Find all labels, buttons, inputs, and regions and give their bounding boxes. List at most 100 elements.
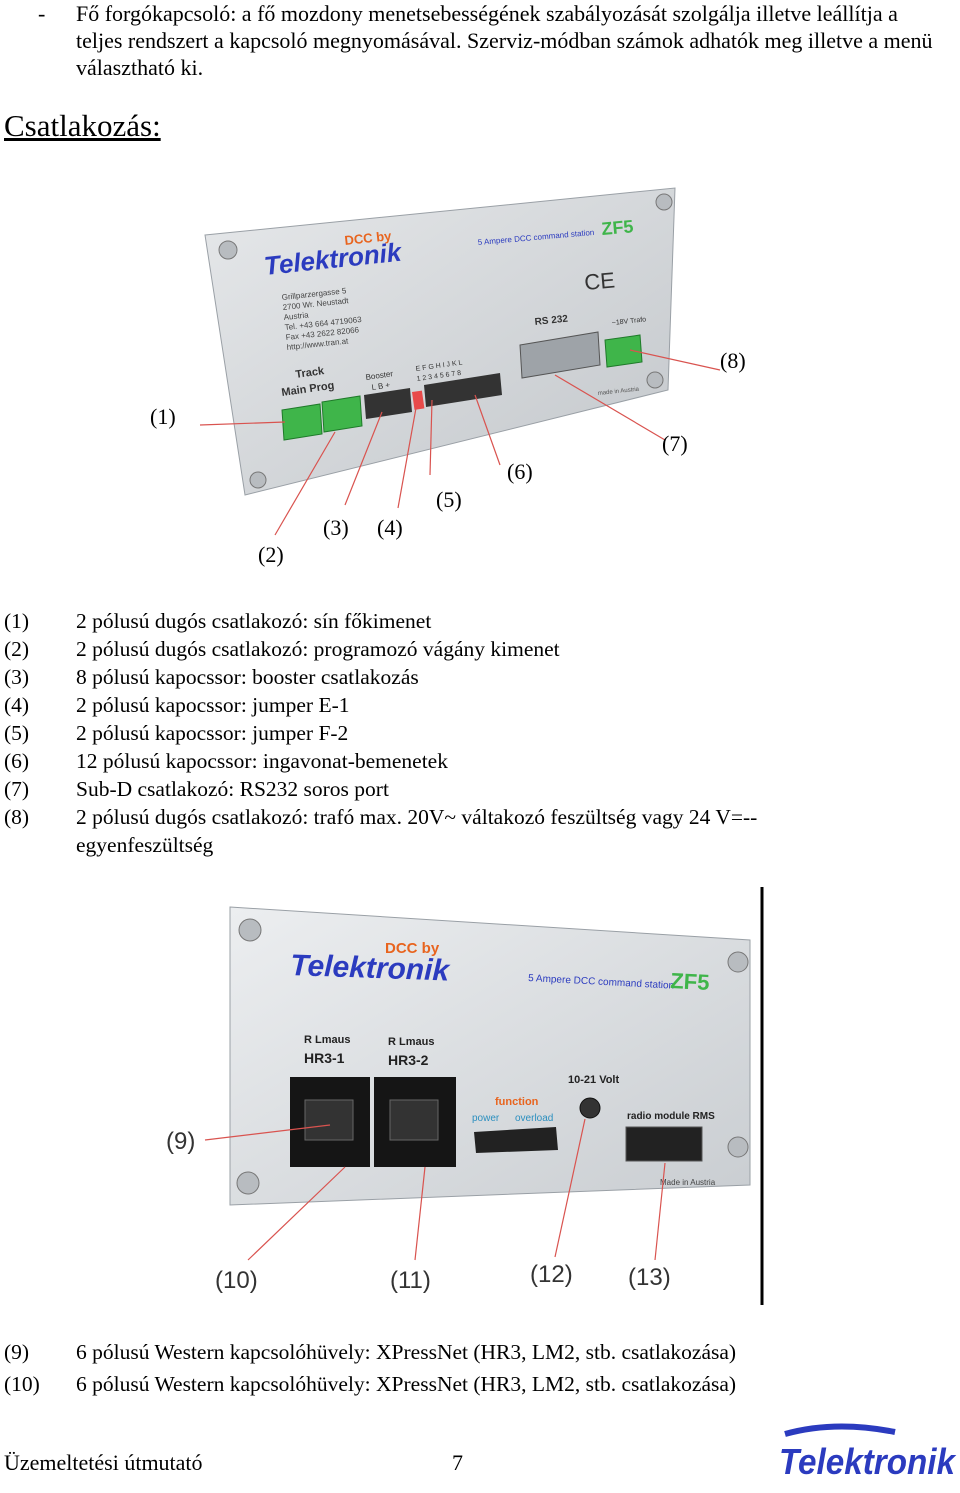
power-label: power (472, 1113, 500, 1124)
ce-mark: CE (583, 267, 616, 295)
port1-top: R Lmaus (304, 1034, 350, 1046)
screw-icon (655, 193, 673, 211)
callout-5: (5) (436, 487, 462, 512)
callout-10: (10) (215, 1267, 258, 1294)
callout-12: (12) (530, 1261, 573, 1288)
item-number: (1) (4, 609, 30, 633)
list-item: (10)6 pólusú Western kapcsolóhüvely: XPr… (0, 1372, 960, 1404)
connector-trafo (604, 334, 643, 368)
address-line: Austria (283, 310, 309, 322)
item-number: (5) (4, 721, 30, 745)
device-model: ZF5 (670, 968, 710, 995)
item-desc: 2 pólusú dugós csatlakozó: sín főkimenet (76, 609, 432, 633)
item-desc: 2 pólusú kapocssor: jumper F-2 (76, 721, 349, 745)
item-desc: 2 pólusú dugós csatlakozó: trafó max. 20… (76, 805, 758, 857)
item-number: (8) (4, 805, 30, 829)
item-desc: 2 pólusú kapocssor: jumper E-1 (76, 693, 350, 717)
item-desc: 6 pólusú Western kapcsolóhüvely: XPressN… (76, 1340, 737, 1364)
callout-7: (7) (662, 431, 688, 456)
callout-1: (1) (150, 404, 176, 429)
booster-label: Booster (365, 369, 394, 382)
connector-photo-bottom: DCC by Telektronik 5 Ampere DCC command … (166, 887, 764, 1305)
device-model: ZF5 (601, 216, 635, 239)
port1-label: HR3-1 (304, 1050, 345, 1066)
item-desc: Sub-D csatlakozó: RS232 soros port (76, 777, 389, 801)
screw-icon (727, 1136, 749, 1158)
connector-main-track (281, 403, 323, 441)
device-brand: Telektronik (290, 949, 451, 988)
callout-8: (8) (720, 348, 746, 373)
device-brand-top: DCC by (344, 228, 393, 248)
callout-line-10 (247, 1166, 346, 1261)
radio-module-header (625, 1126, 703, 1162)
section-title: Csatlakozás: (4, 108, 161, 143)
booster-pins: L B + (371, 380, 391, 392)
screw-icon (238, 918, 262, 942)
callout-line-4 (397, 407, 417, 509)
callout-line-13 (654, 1162, 666, 1261)
rs232-label: RS 232 (534, 314, 569, 328)
callout-line-9 (204, 1124, 331, 1141)
list-item: (1) 2 pólusú dugós csatlakozó: sín főkime… (0, 607, 960, 635)
callout-line-5 (429, 399, 433, 476)
list-item: (5) 2 pólusú kapocssor: jumper F-2 (0, 719, 960, 747)
list-item: (4)2 pólusú kapocssor: jumper E-1 (0, 691, 960, 719)
callout-line-12 (554, 1118, 586, 1258)
overload-label: overload (515, 1113, 553, 1124)
made-in-label: Made in Austria (660, 1178, 716, 1187)
port2-label: HR3-2 (388, 1052, 429, 1068)
radio-label: radio module RMS (627, 1111, 715, 1122)
footer-title: Üzemeltetési útmutató (4, 1450, 203, 1475)
list-item: (2)2 pólusú dugós csatlakozó: programozó… (0, 635, 960, 663)
terminal-inputs (424, 373, 502, 407)
bullet-dash: - (38, 1, 46, 26)
telektronik-logo: Telektronik (779, 1423, 957, 1482)
callout-line-6 (474, 394, 501, 466)
screw-icon (218, 240, 238, 260)
callout-6: (6) (507, 459, 533, 484)
connector-list-1: (1) 2 pólusú dugós csatlakozó: sín főkime… (0, 607, 960, 859)
function-label: function (495, 1096, 539, 1108)
callout-11: (11) (390, 1267, 431, 1294)
item-desc: 12 pólusú kapocssor: ingavonat-bemenetek (76, 749, 448, 773)
callout-line-3 (344, 411, 383, 506)
made-in-label: made in Austria (598, 387, 640, 397)
jack-1-slot (304, 1099, 354, 1141)
item-number: (2) (4, 637, 30, 661)
screw-icon (249, 471, 267, 489)
callout-3: (3) (323, 515, 349, 540)
item-number: (3) (4, 665, 30, 689)
list-item: (9) 6 pólusú Western kapcsolóhüvely: XPre… (0, 1340, 960, 1372)
port2-top: R Lmaus (388, 1036, 434, 1048)
connector-photo-top: DCC by Telektronik 5 Ampere DCC command … (150, 187, 746, 567)
list-item: (3)8 pólusú kapocssor: booster csatlakoz… (0, 663, 960, 691)
screw-icon (236, 1171, 260, 1195)
page-number: 7 (452, 1450, 463, 1475)
callout-line-1 (199, 421, 286, 426)
track-label: Track (295, 365, 326, 381)
address-block: Grillparzergasse 5 2700 Wr. Neustadt Aus… (281, 286, 362, 352)
screw-icon (646, 371, 664, 389)
callout-line-2 (274, 431, 336, 536)
volt-label: 10-21 Volt (568, 1074, 619, 1086)
callout-13: (13) (628, 1264, 671, 1291)
callout-line-7 (554, 374, 666, 441)
connector-list-2: (9) 6 pólusú Western kapcsolóhüvely: XPre… (0, 1340, 960, 1404)
power-jack (579, 1097, 601, 1119)
jack-2-slot (389, 1099, 439, 1141)
connector-prog-track (321, 395, 363, 433)
led-bar (474, 1127, 558, 1153)
terminal-booster (364, 388, 412, 419)
item-number: (6) (4, 749, 30, 773)
list-item: (6) 12 pólusú kapocssor: ingavonat-bemene… (0, 747, 960, 775)
callout-line-11 (414, 1166, 426, 1261)
screw-icon (727, 951, 749, 973)
item-number: (9) (4, 1340, 30, 1364)
intro-text: Fő forgókapcsoló: a fő mozdony menetsebe… (76, 1, 933, 80)
logo-text: Telektronik (779, 1441, 957, 1482)
list-item: (7) Sub-D csatlakozó: RS232 soros port (0, 775, 960, 803)
jumper-led (412, 390, 425, 410)
subd-rs232 (519, 331, 601, 379)
item-number: (7) (4, 777, 30, 801)
trafo-label: ~18V Trafo (611, 316, 646, 327)
